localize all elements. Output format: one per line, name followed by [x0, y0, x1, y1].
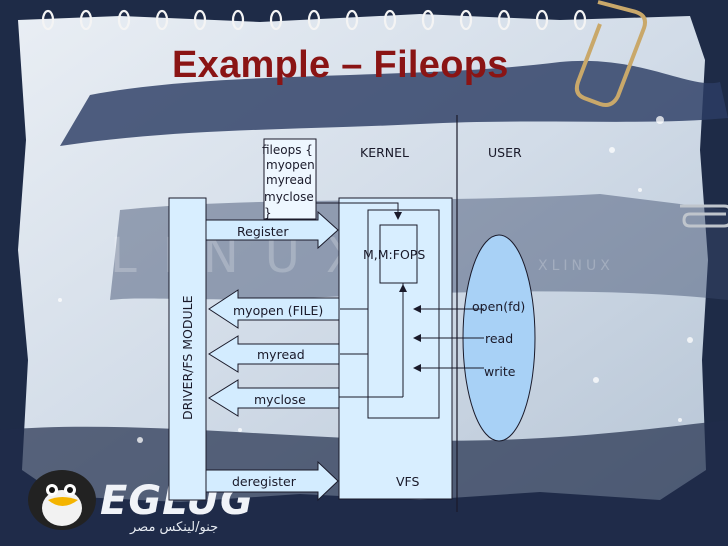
fileops-line-0: fileops {	[262, 143, 313, 157]
label-deregister: deregister	[232, 474, 297, 489]
fileops-line-1: myopen	[266, 158, 315, 172]
fops-outer-frame	[367, 209, 440, 419]
arrow-myopen	[208, 289, 340, 329]
fileops-line-3: myclose	[264, 190, 314, 204]
paperclip-top-right	[574, 0, 647, 107]
slide-title: Example – Fileops	[172, 44, 509, 86]
arrow-deregister	[205, 460, 339, 502]
eglug-logo-subtitle: جنو/لينكس مصر	[130, 520, 219, 535]
fops-table-box	[379, 224, 418, 284]
fileops-line-2: myread	[266, 173, 312, 187]
syscall-read-arrowhead	[413, 334, 421, 342]
splatter-dots	[58, 116, 693, 443]
paperclip-right	[680, 204, 728, 228]
arrow-myclose	[208, 379, 340, 417]
link-register-to-fops	[316, 202, 399, 212]
penguin-logo-icon	[28, 470, 96, 530]
label-myread: myread	[257, 347, 305, 362]
label-myopen: myopen (FILE)	[233, 303, 323, 318]
link-register-arrowhead	[394, 212, 402, 220]
user-call-read: read	[485, 331, 513, 346]
label-register: Register	[237, 224, 289, 239]
route-fops-arrowhead	[399, 284, 407, 292]
watermark-linux-right: XLINUX	[538, 258, 614, 274]
fileops-struct-box	[263, 138, 317, 220]
arrow-myread	[208, 335, 340, 373]
fileops-line-4: }	[264, 206, 272, 220]
user-call-write: write	[484, 364, 516, 379]
syscall-write-arrowhead	[413, 364, 421, 372]
brush-stroke-top	[60, 60, 728, 146]
label-myclose: myclose	[254, 392, 306, 407]
fops-label: M,M:FOPS	[363, 247, 425, 262]
label-user: USER	[488, 145, 522, 160]
spiral-binding	[41, 9, 587, 31]
syscall-open-arrowhead	[413, 305, 421, 313]
driver-module-label: DRIVER/FS MODULE	[180, 295, 195, 420]
label-kernel: KERNEL	[360, 145, 409, 160]
driver-module-box	[168, 197, 207, 501]
arrow-register	[205, 210, 339, 250]
user-call-open: open(fd)	[472, 299, 525, 314]
vfs-box	[338, 197, 453, 500]
vfs-label: VFS	[396, 474, 420, 489]
